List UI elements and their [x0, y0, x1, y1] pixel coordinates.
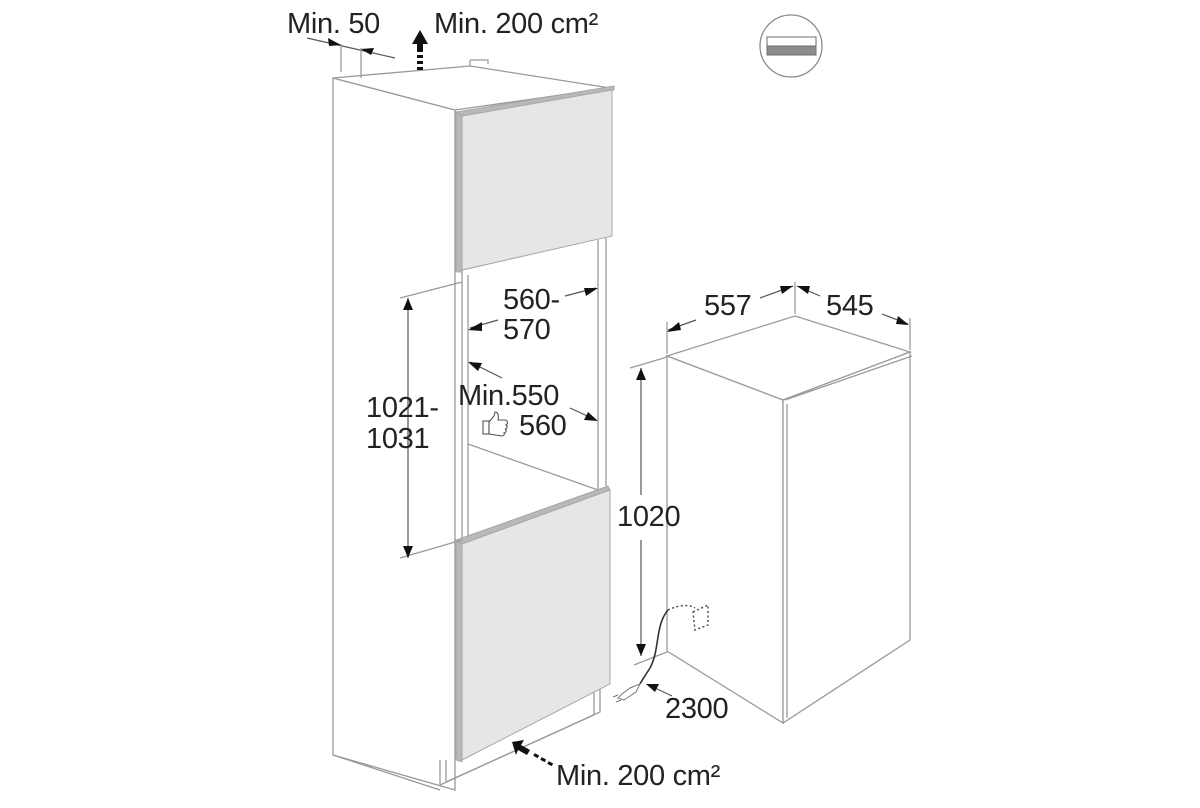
niche-height-label-line1: 1021- — [366, 392, 439, 424]
niche-width-label-line1: 560- — [503, 284, 560, 316]
appliance-dims — [629, 282, 911, 666]
power-cable — [612, 603, 709, 703]
bottom-vent-arrow — [512, 740, 554, 767]
bottom-vent-area-label: Min. 200 cm² — [556, 760, 720, 792]
top-vent-dims — [306, 30, 428, 78]
upper-door-panel — [454, 85, 615, 273]
power-plug-icon — [612, 683, 642, 703]
cable-length-label: 2300 — [665, 693, 729, 725]
niche-dims — [399, 281, 598, 559]
built-in-niche-icon — [759, 14, 823, 78]
top-vent-gap-label: Min. 50 — [287, 8, 380, 40]
niche-depth-recommended-label: 560 — [519, 410, 567, 442]
niche-width-label-line2: 570 — [503, 314, 551, 346]
top-vent-area-label: Min. 200 cm² — [434, 8, 598, 40]
niche-height-label-line2: 1031 — [366, 423, 430, 455]
appliance-depth-label: 545 — [826, 290, 874, 322]
appliance-width-label: 557 — [704, 290, 752, 322]
appliance-height-label: 1020 — [617, 501, 681, 533]
thumbs-up-icon — [482, 411, 508, 437]
appliance-body — [665, 315, 913, 725]
niche-depth-min-label: Min.550 — [458, 380, 560, 412]
lower-door-panel — [455, 485, 611, 763]
